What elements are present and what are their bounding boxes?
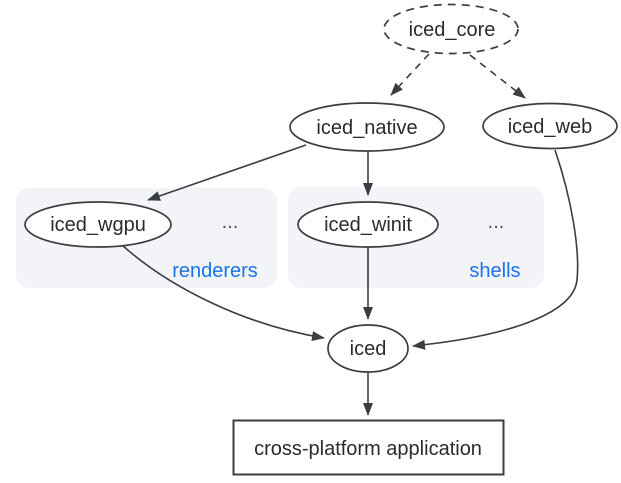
node-iced-wgpu	[24, 201, 172, 248]
label-application: cross-platform application	[254, 438, 482, 460]
renderers-ellipsis: ...	[222, 211, 239, 233]
shells-ellipsis: ...	[488, 211, 505, 233]
node-iced-native	[289, 102, 445, 152]
node-application	[232, 419, 505, 476]
labels-layer: iced_core iced_native iced_web iced_wgpu…	[50, 19, 592, 460]
label-iced-web: iced_web	[508, 116, 593, 138]
label-iced: iced	[350, 338, 387, 360]
node-iced-winit	[297, 201, 439, 248]
edge-web-to-iced	[412, 149, 579, 350]
node-iced-web	[482, 102, 618, 150]
edges-layer	[121, 53, 579, 416]
nodes-layer	[24, 3, 618, 476]
edge-wgpu-to-iced	[121, 244, 325, 341]
edge-core-to-web	[469, 54, 526, 99]
node-iced	[327, 324, 409, 373]
label-iced-core: iced_core	[409, 19, 496, 41]
label-iced-wgpu: iced_wgpu	[50, 214, 146, 236]
node-iced-core	[383, 3, 519, 55]
label-iced-winit: iced_winit	[324, 214, 412, 236]
edge-native-to-wgpu	[147, 144, 307, 201]
label-iced-native: iced_native	[316, 117, 417, 139]
edge-core-to-native	[390, 53, 430, 96]
renderers-group-label: renderers	[172, 260, 258, 282]
shells-group-label: shells	[469, 260, 520, 282]
